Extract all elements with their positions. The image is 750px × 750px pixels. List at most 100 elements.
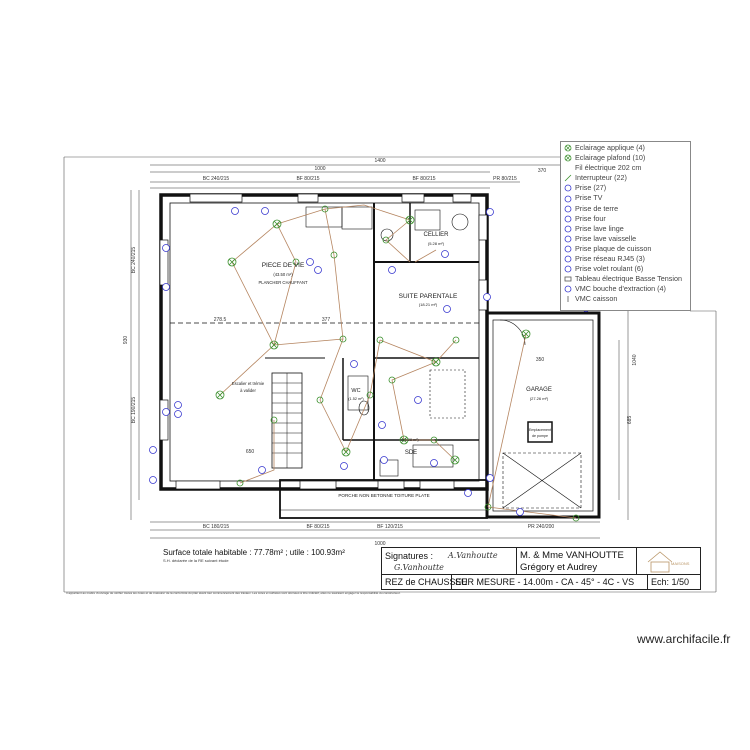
legend-label: Fil électrique 202 cm <box>575 163 642 173</box>
network-outlet-icon <box>563 255 573 263</box>
legend-label: Prise lave linge <box>575 223 624 233</box>
bay-label-5: BC 180/215 <box>203 524 230 530</box>
dim-mid-living: 278.5 <box>214 317 227 323</box>
switch-icon <box>366 391 374 399</box>
outlet-icon <box>340 462 348 470</box>
outlet-icon <box>486 474 494 482</box>
vent-icon <box>563 285 573 293</box>
legend-label: Prise de terre <box>575 203 619 213</box>
legend-panel: Eclairage applique (4) Eclairage plafond… <box>560 141 691 311</box>
fixtures <box>305 206 469 477</box>
wire-icon <box>563 164 573 172</box>
ceiling-light-icon <box>399 435 409 445</box>
room-sde: SDE <box>405 450 417 456</box>
legend-item: Prise plaque de cuisson <box>563 244 690 254</box>
bay-label-4: PR 80/215 <box>493 176 517 182</box>
legend-label: Eclairage plafond (10) <box>575 153 646 163</box>
sheet-frame <box>63 156 717 593</box>
ceiling-light-icon <box>431 357 441 367</box>
surface-note: S.H. déclarée de la RE suivant étude <box>163 558 229 563</box>
electrical-wiring <box>219 204 577 519</box>
left-bay-label-2: BC 240/215 <box>131 247 137 274</box>
legend-item: Prise (27) <box>563 183 690 193</box>
ground-outlet-icon <box>563 205 573 213</box>
power-outlets <box>149 207 590 516</box>
wall-light-icon <box>563 144 573 152</box>
legend-label: Interrupteur (22) <box>575 173 627 183</box>
legend-item: Prise volet roulant (6) <box>563 264 690 274</box>
level-label: REZ de CHAUSSEE <box>385 577 468 587</box>
switch-icon <box>292 258 300 266</box>
dim-right-height-2: 685 <box>627 416 633 425</box>
outlet-icon <box>261 207 269 215</box>
ceiling-light-icon <box>269 340 279 350</box>
legend-item: Eclairage plafond (10) <box>563 153 690 163</box>
washer-outlet-icon <box>563 225 573 233</box>
outlet-icon <box>149 446 157 454</box>
legend-item: Eclairage applique (4) <box>563 143 690 153</box>
room-living-floor: PLANCHER CHAUFFANT <box>258 280 308 285</box>
ceiling-light-icon <box>272 219 282 229</box>
switch-icon <box>563 174 573 182</box>
dim-inner-top: 1000 <box>314 166 325 172</box>
switch-icon <box>321 205 329 213</box>
bay-label-2: BF 80/215 <box>296 176 319 182</box>
room-garage: GARAGE <box>526 387 552 393</box>
panel-icon <box>563 275 573 283</box>
room-sde-area: (5.28 m²) <box>403 438 419 442</box>
cooktop-outlet-icon <box>563 245 573 253</box>
legend-label: Eclairage applique (4) <box>575 143 645 152</box>
legend-item: VMC bouche d'extraction (4) <box>563 284 690 294</box>
room-suite-area: (18.21 m²) <box>419 302 438 307</box>
signature-cell: Signatures : A.Vanhoutte G.Vanhoutte <box>382 548 517 575</box>
legend-item: VMC caisson <box>563 294 690 304</box>
switch-icon <box>484 503 492 511</box>
scale-label: Ech: 1/50 <box>651 577 690 587</box>
pump-label: Emplacement <box>529 428 551 432</box>
signature-1: A.Vanhoutte <box>448 551 498 560</box>
legend-label: Prise lave vaisselle <box>575 233 637 243</box>
wall-switches <box>236 205 580 522</box>
dim-right-height: 1040 <box>632 354 638 365</box>
ceiling-light-icon <box>405 215 415 225</box>
legend-item: Prise TV <box>563 193 690 203</box>
garage-details <box>499 319 582 509</box>
outlet-icon <box>380 456 388 464</box>
stairs-sublabel: à valider <box>240 388 256 393</box>
windows <box>159 193 488 490</box>
disclaimer-text: Il appartient au maître d'ouvrage de vér… <box>66 591 401 595</box>
shutter-outlet-icon <box>563 265 573 273</box>
dimension-lines <box>130 164 629 539</box>
outlet-icon <box>306 258 314 266</box>
dim-garage-top: 370 <box>538 168 547 174</box>
switch-icon <box>339 335 347 343</box>
room-cellier: CELLIER <box>423 232 449 238</box>
switch-icon <box>376 336 384 344</box>
level-cell: REZ de CHAUSSEE <box>382 575 468 590</box>
switch-icon <box>270 416 278 424</box>
dishwasher-outlet-icon <box>563 235 573 243</box>
switch-icon <box>236 479 244 487</box>
company-logo <box>647 551 673 573</box>
switch-icon <box>430 436 438 444</box>
legend-label: Prise (27) <box>575 183 607 193</box>
outlet-icon <box>174 401 182 409</box>
legend-label: Prise plaque de cuisson <box>575 243 652 253</box>
vmc-box-icon <box>563 295 573 303</box>
left-bay-label-1: BC 190/215 <box>131 397 137 424</box>
dim-garage-width: 350 <box>536 357 545 363</box>
outlet-icon <box>464 489 472 497</box>
outlet-icon <box>430 459 438 467</box>
ceiling-light-icon <box>521 329 531 339</box>
bay-label-6: BF 80/215 <box>306 524 329 530</box>
client-cell: M. & Mme VANHOUTTE Grégory et Audrey <box>517 548 637 575</box>
dim-left-height: 930 <box>123 336 129 345</box>
pump-sublabel: de pompe <box>532 434 548 438</box>
legend-item: Prise lave linge <box>563 224 690 234</box>
bay-label-3: BF 80/215 <box>412 176 435 182</box>
room-cellier-area: (5.28 m²) <box>428 241 445 246</box>
outlet-icon <box>231 207 239 215</box>
bay-label-7: BF 120/215 <box>377 524 403 530</box>
ceiling-light-icon <box>450 455 460 465</box>
room-porch: PORCHE NON BETONNE TOITURE PLATE <box>338 493 429 498</box>
